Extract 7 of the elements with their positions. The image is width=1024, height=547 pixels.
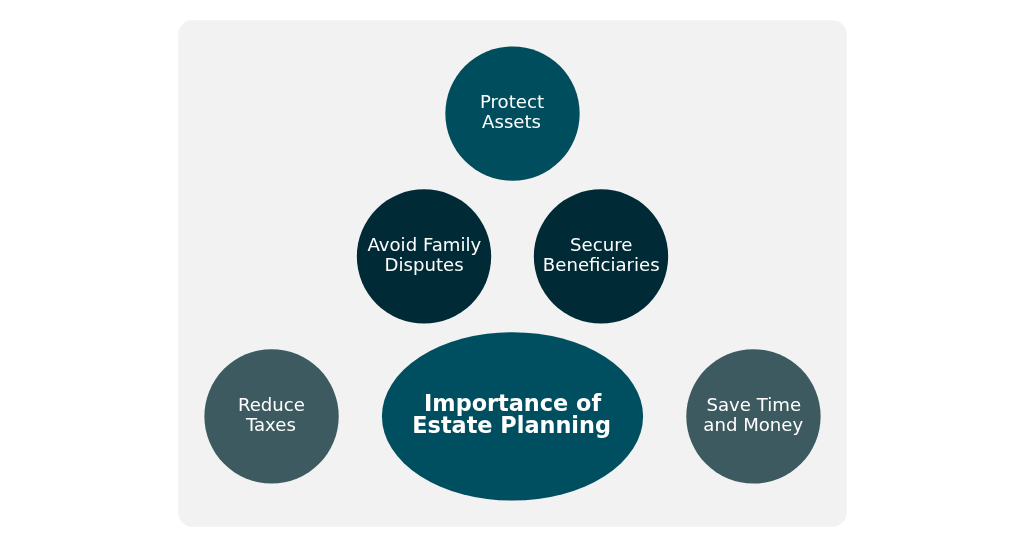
- node-circle: Secure Beneficiaries: [533, 189, 668, 324]
- node-circle: Protect Assets: [444, 46, 580, 181]
- node-ellipse: Importance of Estate Planning: [381, 332, 643, 501]
- node-circle: Reduce Taxes: [203, 349, 339, 484]
- cluster: [177, 20, 847, 527]
- node-circle: Avoid Family Disputes: [356, 189, 491, 324]
- node-circle: Save Time and Money: [685, 349, 821, 484]
